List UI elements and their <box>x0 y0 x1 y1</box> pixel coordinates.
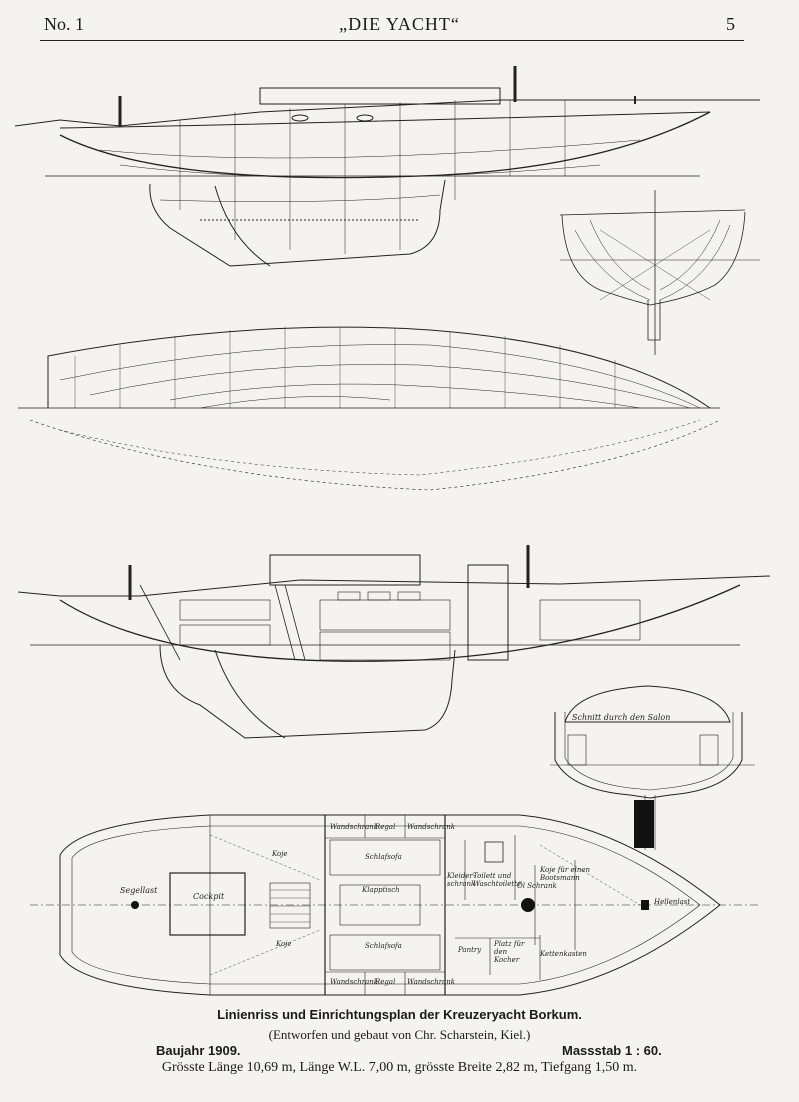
stem-fitting <box>641 900 649 910</box>
label-wandschrank-1: Wandschrank <box>330 823 379 831</box>
scale-note: Massstab 1 : 60. <box>562 1043 662 1058</box>
issue-number: No. 1 <box>44 14 84 34</box>
sheer-plan <box>14 66 760 267</box>
label-koje-2: Koje <box>276 940 292 948</box>
label-koje-1: Koje <box>272 850 288 858</box>
midship-section <box>550 685 755 850</box>
label-kettenkasten: Kettenkasten <box>540 950 587 958</box>
half-breadth-plan <box>18 326 721 491</box>
label-toilette: Toilett und Waschtoilette <box>473 872 522 888</box>
label-regal-1: Regal <box>375 823 396 831</box>
header-rule <box>40 40 744 41</box>
accommodation-plan <box>30 814 760 996</box>
interior-profile <box>17 545 771 739</box>
label-schlafsofa-1: Schlafsofa <box>365 853 402 861</box>
page-number: 5 <box>726 14 735 34</box>
label-oelschrank: Öl Schrank <box>517 882 557 890</box>
page-header: No. 1 „DIE YACHT“ 5 <box>0 0 799 41</box>
section-label: Schnitt durch den Salon <box>572 713 671 722</box>
label-wandschrank-4: Wandschrank <box>407 978 456 986</box>
label-cockpit: Cockpit <box>193 892 225 901</box>
ballast-keel <box>634 800 654 848</box>
mast-step-aft <box>131 901 139 909</box>
label-platz: Platz für den Kocher <box>494 940 525 964</box>
body-plan <box>559 190 760 355</box>
label-wandschrank-3: Wandschrank <box>330 978 379 986</box>
mast-step-main <box>521 898 535 912</box>
label-wandschrank-2: Wandschrank <box>407 823 456 831</box>
label-schlafsofa-2: Schlafsofa <box>365 942 402 950</box>
label-kleiderschrank: Kleider-schrank <box>447 872 476 888</box>
plate-subtitle: (Entworfen und gebaut von Chr. Scharstei… <box>268 1027 531 1042</box>
dimensions-line: Grösste Länge 10,69 m, Länge W.L. 7,00 m… <box>161 1060 638 1075</box>
yacht-plans-drawing <box>14 66 771 996</box>
label-pantry: Pantry <box>458 946 482 954</box>
label-klapptisch: Klapptisch <box>362 886 400 894</box>
label-hellenlast: Hellenlast <box>654 898 691 906</box>
label-segellast: Segellast <box>120 886 158 895</box>
build-year: Baujahr 1909. <box>156 1043 241 1058</box>
journal-title: „DIE YACHT“ <box>339 14 460 34</box>
label-regal-2: Regal <box>375 978 396 986</box>
label-koje-3: Koje für einen Bootsmann <box>540 866 591 882</box>
plate-title: Linienriss und Einrichtungsplan der Kreu… <box>217 1007 582 1022</box>
